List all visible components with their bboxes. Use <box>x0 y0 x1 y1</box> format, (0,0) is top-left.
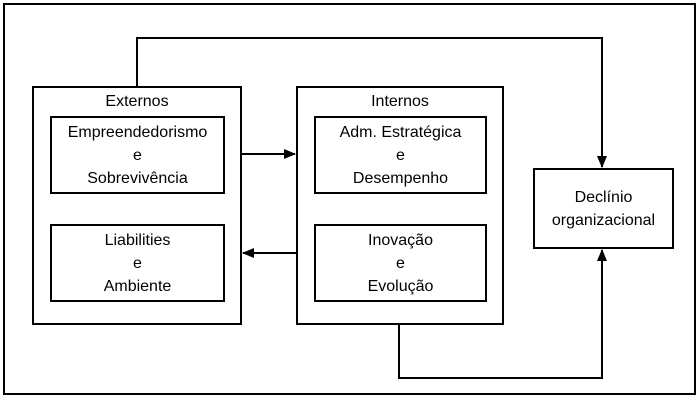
box-text-line: e <box>396 146 405 164</box>
box-text-line: e <box>133 146 142 164</box>
box-empreendedorismo-sobrevivencia: Empreendedorismo e Sobrevivência <box>50 116 225 194</box>
group-title-externos: Externos <box>105 93 169 110</box>
box-declinio-organizacional: Declínio organizacional <box>533 168 674 249</box>
box-text-line: organizacional <box>551 211 656 229</box>
box-adm-estrategica-desempenho: Adm. Estratégica e Desempenho <box>314 116 487 194</box>
box-text-line: Evolução <box>367 277 434 295</box>
box-text-line: e <box>133 254 142 272</box>
box-text-line: Sobrevivência <box>87 169 188 187</box>
group-box-internos: Internos Adm. Estratégica e Desempenho I… <box>296 86 504 325</box>
arrow-externos-to-declinio <box>136 37 607 168</box>
box-text-line: Adm. Estratégica <box>339 123 462 141</box>
box-text-line: Inovação <box>368 231 433 249</box>
box-text-line: Declínio <box>574 188 633 206</box>
box-liabilities-ambiente: Liabilities e Ambiente <box>50 224 225 302</box>
box-text-line: Ambiente <box>103 277 172 295</box>
group-title-internos: Internos <box>371 93 429 110</box>
arrow-internos-to-declinio <box>398 249 607 379</box>
group-box-externos: Externos Empreendedorismo e Sobrevivênci… <box>32 86 242 325</box>
box-text-line: Liabilities <box>104 231 171 249</box>
outer-frame <box>3 3 696 395</box>
box-inovacao-evolucao: Inovação e Evolução <box>314 224 487 302</box>
box-text-line: Empreendedorismo <box>67 123 208 141</box>
box-text-line: Desempenho <box>352 169 449 187</box>
box-text-line: e <box>396 254 405 272</box>
